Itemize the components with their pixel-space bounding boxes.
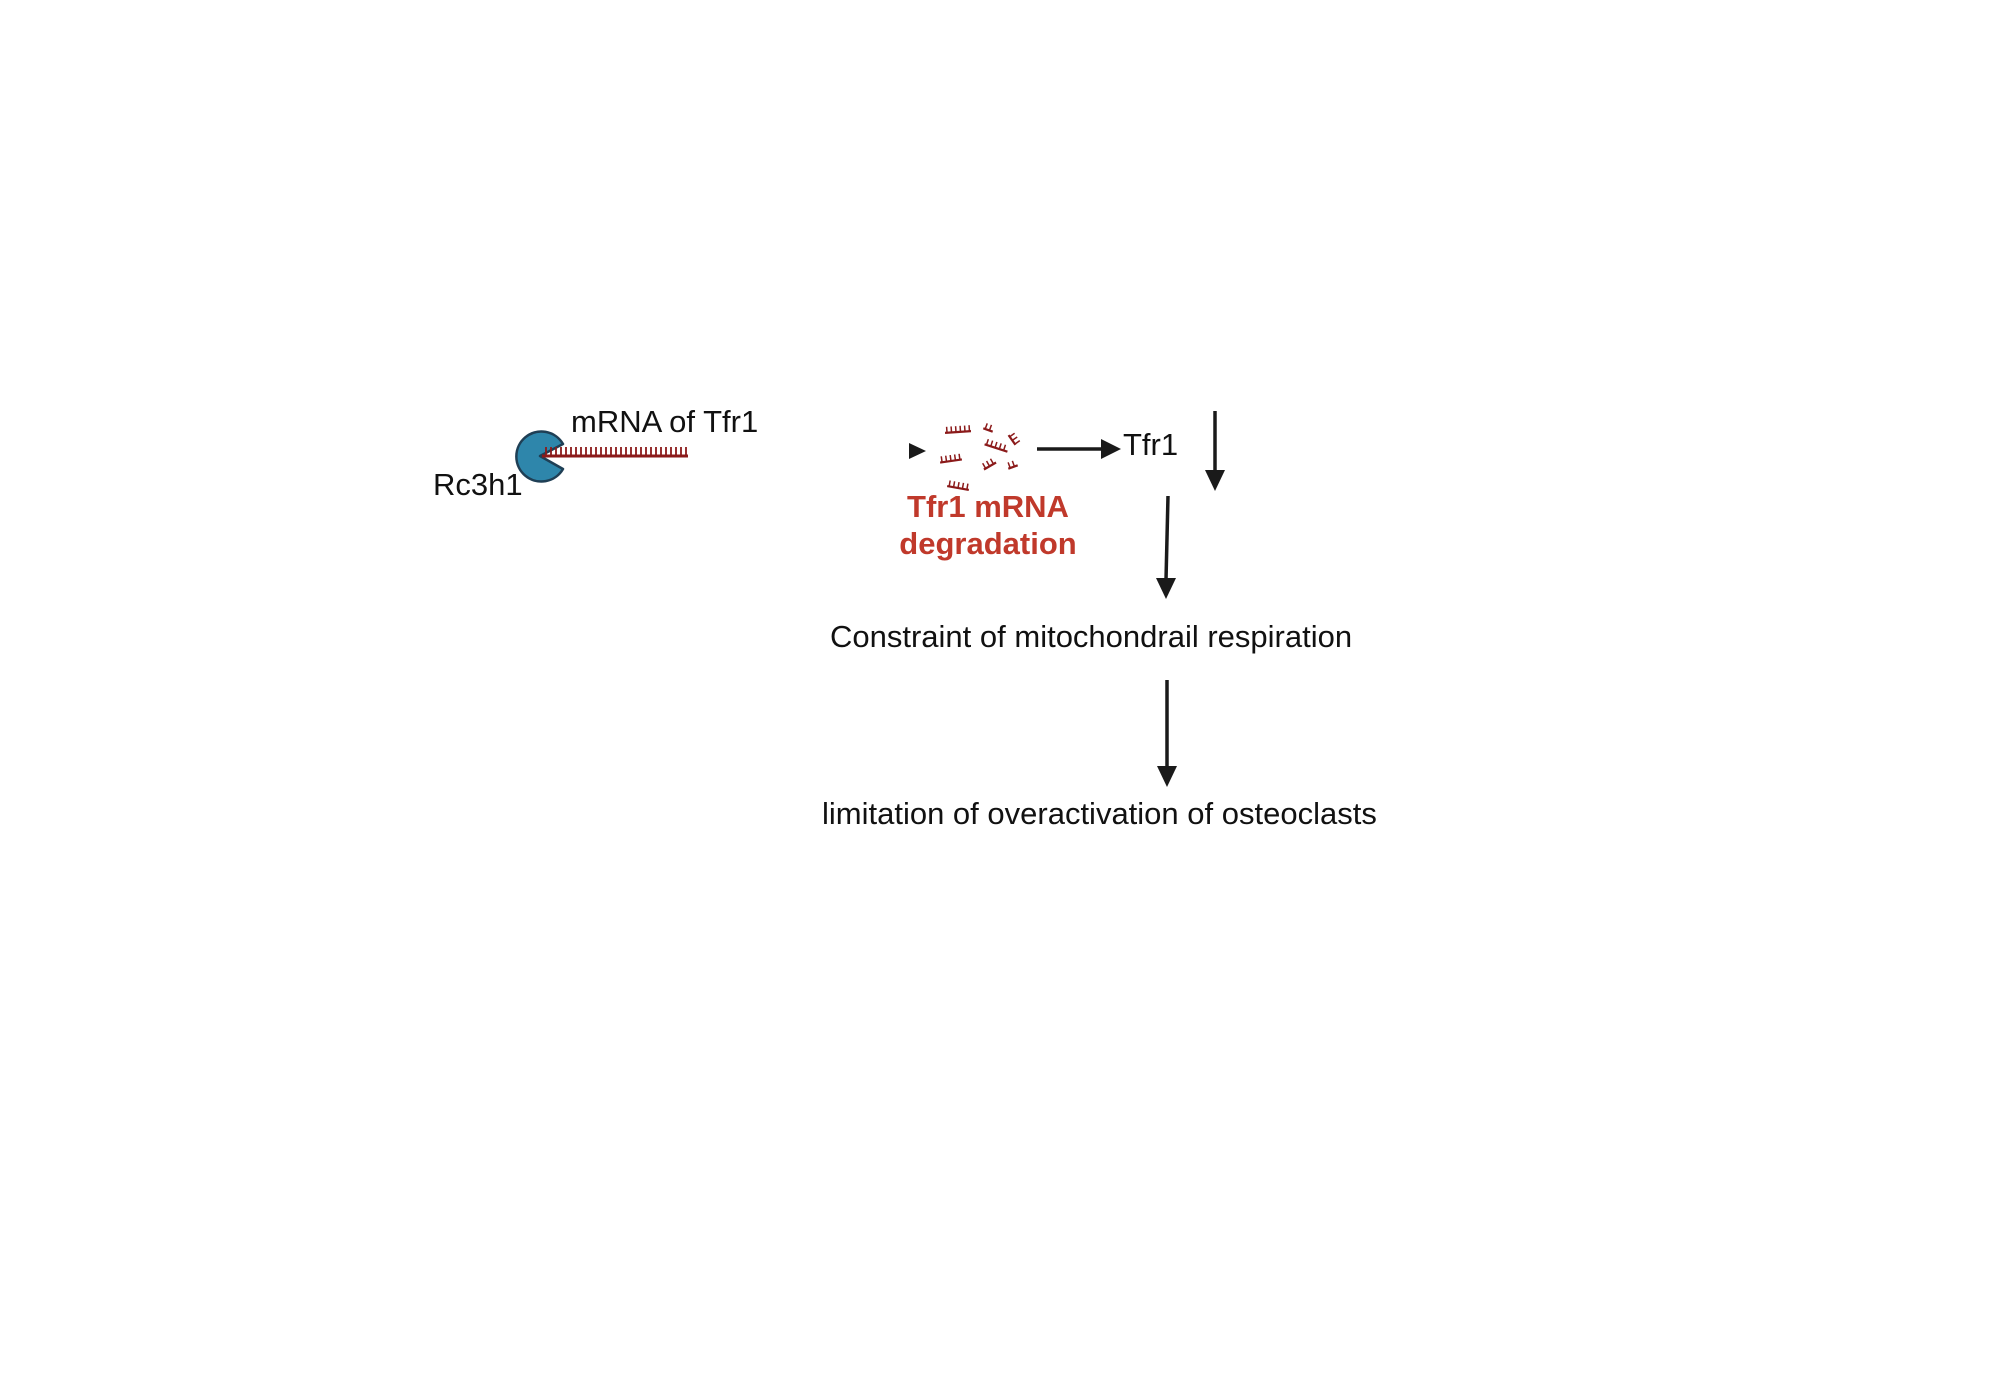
degradation-label-line2: degradation — [899, 526, 1076, 561]
arrow-to-osteoclasts — [1157, 680, 1177, 787]
arrow-to-respiration — [1156, 495, 1176, 599]
tfr1-decrease-arrow-icon — [1205, 411, 1225, 491]
mrna-strand-icon — [542, 447, 688, 458]
mrna-label: mRNA of Tfr1 — [571, 404, 758, 439]
arrow-to-tfr1 — [1037, 439, 1121, 459]
rc3h1-protein-icon — [515, 430, 565, 483]
degradation-label-line1: Tfr1 mRNA — [907, 489, 1069, 524]
osteoclast-step-label: limitation of overactivation of osteocla… — [822, 796, 1377, 831]
tfr1-label: Tfr1 — [1123, 427, 1178, 462]
degraded-mrna-fragments-icon — [939, 423, 1021, 491]
arrow-to-degradation — [728, 443, 926, 459]
rc3h1-label: Rc3h1 — [433, 467, 523, 502]
respiration-step-label: Constraint of mitochondrail respiration — [830, 619, 1352, 654]
